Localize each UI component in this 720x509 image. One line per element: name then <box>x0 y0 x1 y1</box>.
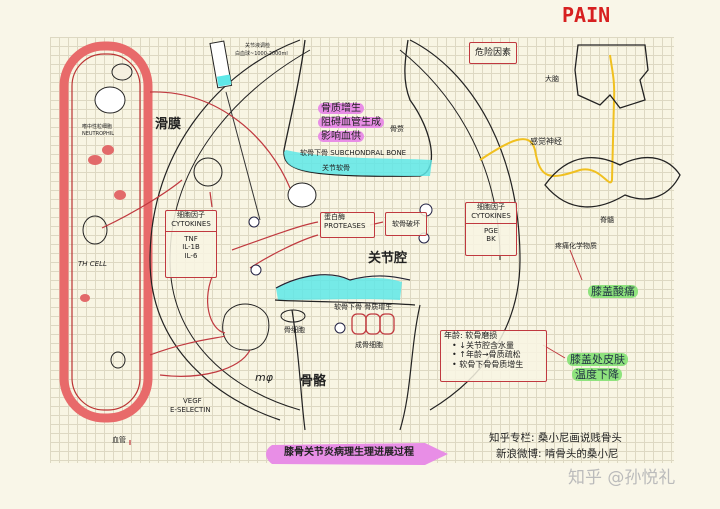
title-banner-arrow <box>266 443 448 465</box>
knee-ache-label: 膝盖酸痛 <box>588 285 638 299</box>
bone-growth-line: 阻碍血管生成 <box>318 117 384 129</box>
joint-cavity-label: 关节腔 <box>368 251 408 266</box>
age-box: 年龄: 软骨磨损 • ↓关节腔含水量 • ↑年龄→骨质疏松 • 软骨下骨骨质增生 <box>440 330 547 382</box>
osteoblast-label: 成骨细胞 <box>355 341 383 349</box>
cell <box>111 63 133 81</box>
cell <box>110 351 126 369</box>
proteases-en: PROTEASES <box>324 221 366 230</box>
cytokines-box-2: 细胞因子 CYTOKINES PGE BK <box>465 202 517 256</box>
vegf-label: VEGF <box>183 397 202 405</box>
sensory-nerve-label: 感觉神经 <box>530 137 562 146</box>
red-blood-cell <box>80 294 90 302</box>
red-blood-cell <box>88 155 102 165</box>
cytokines-title-en: CYTOKINES <box>166 220 216 232</box>
femur-outline <box>283 39 433 177</box>
blood-vessel-wall <box>59 41 153 423</box>
skin-temp-line: 温度下降 <box>572 368 622 382</box>
cytokine2-item: BK <box>486 235 496 244</box>
age-box-item: • 软骨下骨骨质增生 <box>452 359 524 369</box>
articular-cartilage-upper <box>284 150 432 176</box>
pain-label: PAIN <box>562 3 611 27</box>
age-box-item: • ↓关节腔含水量 <box>452 340 514 350</box>
red-blood-cell <box>102 145 114 155</box>
sensory-nerve-path <box>479 54 616 184</box>
th-cell <box>82 215 108 245</box>
cytokine-item: IL-1B <box>182 243 200 252</box>
credit-weibo: 新浪微博: 啃骨头的桑小尼 <box>496 448 619 460</box>
cytokines-title-cn: 细胞因子 <box>177 211 205 219</box>
cytokines-box: 细胞因子 CYTOKINES TNF IL-1B IL-6 <box>165 210 217 278</box>
e-selectin-label: E-SELECTIN <box>170 406 211 414</box>
age-box-title: 年龄: 软骨磨损 <box>444 331 498 340</box>
synovial-cell <box>193 157 223 187</box>
pain-chemicals-label: 疼痛化学物质 <box>555 242 597 250</box>
tibia-outline <box>275 274 411 289</box>
macrophage-label: mφ <box>255 371 273 384</box>
neutrophil-label-en: NEUTROPHIL <box>82 131 115 137</box>
red-arrows <box>101 91 384 445</box>
subchondral-growth-label: 软骨下骨 骨质增生 <box>334 303 393 311</box>
skin-temp-line: 膝盖处皮肤 <box>567 353 628 367</box>
red-blood-cell <box>114 190 126 200</box>
syringe-needle <box>225 91 261 221</box>
cartilage-label: 关节软骨 <box>322 164 350 172</box>
cytokines2-title-cn: 细胞因子 <box>477 203 505 211</box>
syringe-label-2: 白血球~1000-2000ml <box>235 51 288 57</box>
subchondral-label: 软骨下骨 SUBCHONDRAL BONE <box>300 149 407 157</box>
risk-factors-box: 危险因素 <box>469 42 517 64</box>
risk-factors-label: 危险因素 <box>474 48 511 58</box>
neutrophil-cell <box>94 86 126 114</box>
osteocyte-label: 骨细胞 <box>284 326 305 334</box>
tibia-outline <box>274 299 421 431</box>
articular-cartilage-lower <box>276 275 402 300</box>
proteases-box: 蛋白酶 PROTEASES <box>320 212 375 238</box>
cell <box>287 182 317 208</box>
cytokine2-item: PGE <box>483 226 499 235</box>
spinal-cord-label: 脊髓 <box>600 216 614 224</box>
watermark: 知乎 @孙悦礼 <box>568 468 676 488</box>
synovium-label: 滑膜 <box>155 117 182 132</box>
credit-zhihu: 知乎专栏: 桑小尼画说贱骨头 <box>489 432 622 444</box>
brain-section-icon <box>574 44 649 109</box>
cartilage-damage-label: 软骨破坏 <box>392 220 420 228</box>
blood-vessel-inner <box>71 53 141 411</box>
age-box-item: • ↑年龄→骨质疏松 <box>452 350 521 360</box>
spinal-cord-section-icon <box>544 156 681 208</box>
neutrophil-label-cn: 嗜中性粒细胞 <box>82 124 113 130</box>
cytokine-item: TNF <box>184 234 198 243</box>
bone-growth-line: 骨质增生 <box>318 103 364 115</box>
th-cell-label: TH CELL <box>78 260 107 268</box>
vessel-label: 血管 <box>112 436 126 444</box>
cytokine-item: IL-6 <box>184 252 198 260</box>
brain-label: 大脑 <box>545 75 559 83</box>
macrophage-cell <box>222 303 270 351</box>
bone-label: 骨骼 <box>300 374 327 389</box>
bone-growth-line: 影响血供 <box>318 131 364 143</box>
proteases-cn: 蛋白酶 <box>324 213 345 221</box>
cartilage-damage-box: 软骨破坏 <box>385 212 427 236</box>
syringe-label-1: 关节液调检 <box>245 43 271 49</box>
cytokines2-title-en: CYTOKINES <box>466 212 516 224</box>
title-banner-label: 膝骨关节炎病理生理进展过程 <box>284 447 414 458</box>
synovium-outline <box>149 39 301 421</box>
osteophyte-label: 骨赘 <box>390 125 404 133</box>
